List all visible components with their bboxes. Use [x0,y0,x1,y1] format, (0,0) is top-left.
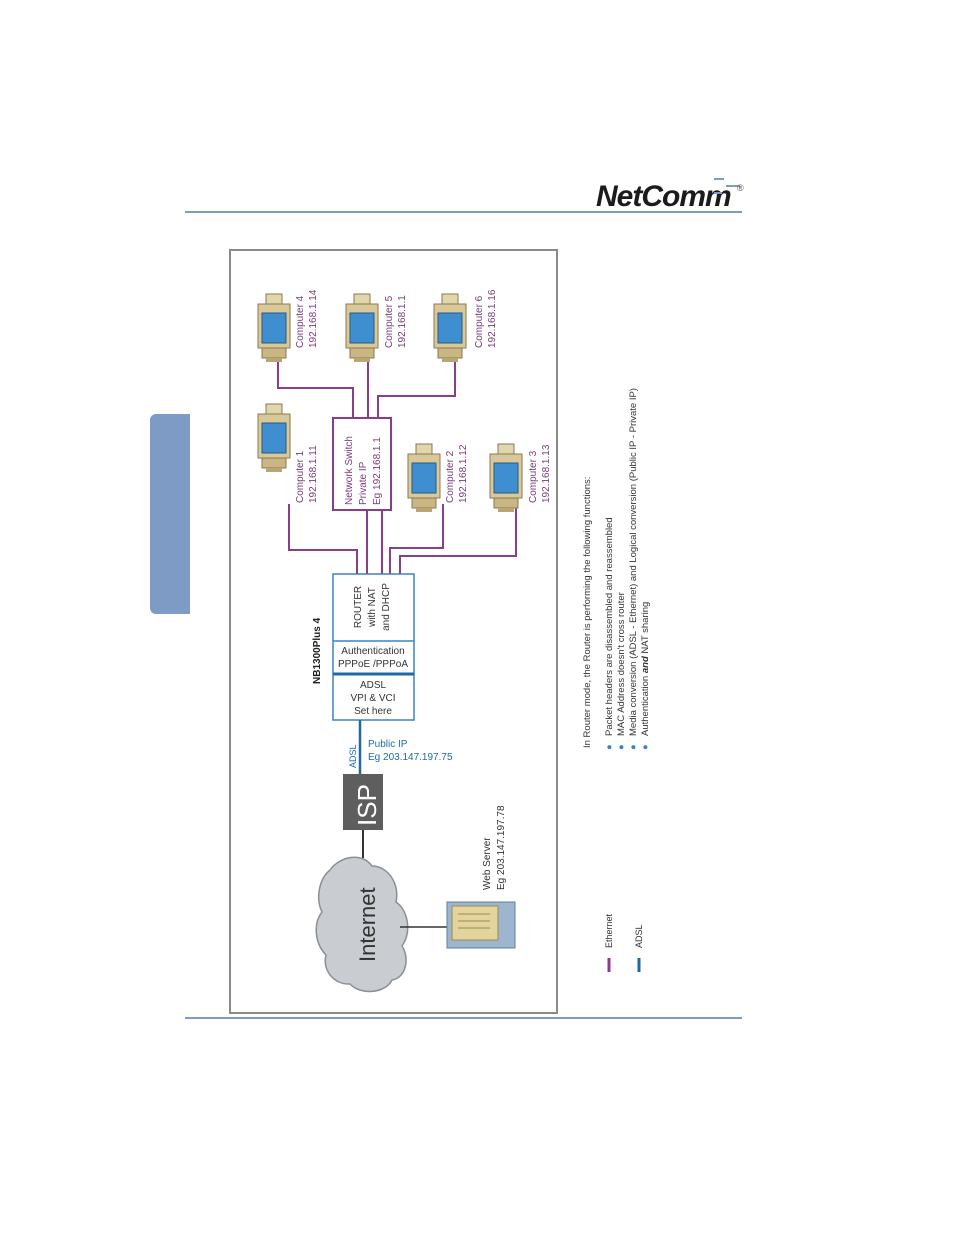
internet-cloud-icon: Internet [315,856,409,993]
computer-1-name: Computer 1 [295,450,306,503]
computer-2-icon [407,443,441,513]
adsl-link-label: ADSL [348,744,358,768]
web-server-label: Web Server [482,837,493,890]
bullet-marker-2: ● [616,744,627,750]
computer-1-ip: 192.168.1.11 [308,445,319,503]
bullet-marker-3: ● [628,744,639,750]
computer-3-ip: 192.168.1.13 [541,444,552,503]
public-ip-label: Public IP [368,739,408,750]
computer-4-name: Computer 4 [295,295,306,348]
ethernet-lines [277,350,517,574]
computer-5-name: Computer 5 [384,295,395,348]
web-server-ip: Eg 203.147.197.78 [496,805,507,890]
auth-line-1: Authentication [341,646,404,657]
isp-box: ISP [343,774,383,830]
legend: Ethernet ADSL [604,913,644,972]
legend-ethernet-label: Ethernet [604,913,614,948]
legend-adsl-label: ADSL [634,924,644,948]
notes-bullet-1: Packet headers are disassembled and reas… [604,517,615,736]
computer-6-icon [433,293,467,363]
computer-5-icon [345,293,379,363]
notes-bullet-4-prefix: Authentication [640,673,651,736]
computer-2-ip: 192.168.1.12 [458,444,469,503]
notes-bullet-2: MAC Address doesn't cross router [616,592,627,736]
bullet-marker-1: ● [604,744,615,750]
router-line-1: ROUTER [353,586,364,628]
notes-intro: In Router mode, the Router is performing… [582,477,593,748]
computer-2-name: Computer 2 [445,450,456,503]
router-line-3: and DHCP [381,583,392,631]
switch-private-ip-label: Private IP [358,461,369,505]
computer-6-ip: 192.168.1.16 [487,289,498,348]
router-line-2: with NAT [367,587,378,628]
computer-3-name: Computer 3 [528,450,539,503]
bullet-marker-4: ● [640,744,651,750]
notes-bullet-3: Media conversion (ADSL - Ethernet) and L… [628,388,639,736]
computer-6-name: Computer 6 [474,295,485,348]
computer-4-ip: 192.168.1.14 [308,289,319,348]
switch-private-ip: Eg 192.168.1.1 [372,437,383,505]
netcomm-logo: NetComm [596,178,740,214]
adsl-line-1: ADSL [360,680,387,691]
notes-bullet-4-suffix: NAT sharing [640,602,651,657]
computer-5-ip: 192.168.1.1 [397,295,408,348]
computer-3-icon [489,443,523,513]
notes-bullet-4: Authentication and NAT sharing [640,602,651,736]
auth-line-2: PPPoE /PPPoA [338,659,408,670]
router-box: ROUTER with NAT and DHCP Authentication … [332,573,415,721]
switch-title: Network Switch [344,436,355,505]
side-tab [150,414,190,614]
computer-4-icon [257,293,291,363]
web-server-icon [446,901,516,949]
computer-1-icon [257,403,291,473]
device-name: NB1300Plus 4 [312,617,323,684]
header-rule [185,211,742,213]
network-switch: Network Switch Private IP Eg 192.168.1.1 [332,417,392,511]
public-ip-value: Eg 203.147.197.75 [368,752,453,763]
adsl-line-2: VPI & VCI [350,693,395,704]
adsl-line-3: Set here [354,706,392,717]
footer-rule [185,1017,742,1019]
registered-mark: ® [737,183,744,193]
internet-label: Internet [355,887,380,962]
notes-bullet-4-bold: and [640,656,651,673]
isp-label: ISP [352,784,382,826]
